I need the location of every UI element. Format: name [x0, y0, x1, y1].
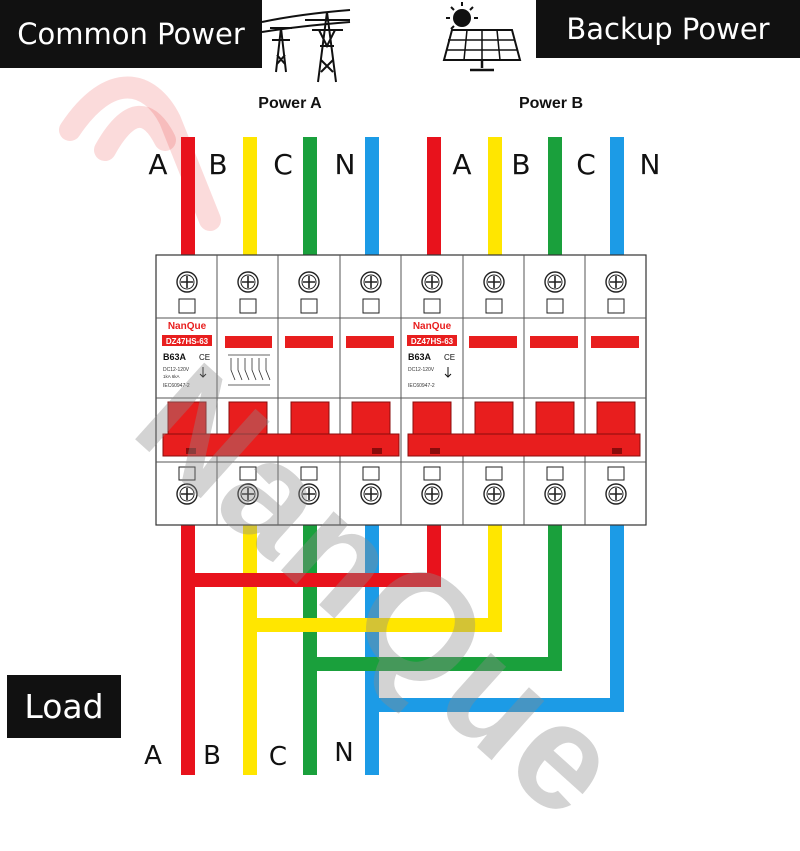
phase-label-a: A — [144, 741, 162, 771]
toggle-bars — [162, 433, 641, 457]
screw-terminal-icon — [360, 271, 382, 314]
nanque-logo-icon — [59, 76, 221, 231]
toggle-bar-a — [162, 433, 400, 457]
phase-label-b: B — [203, 741, 221, 771]
ce-mark: CE — [444, 353, 455, 362]
wiring-diagram: NanQue DZ47HS-63 B63A CE DC12-120V 1kA 6… — [59, 2, 660, 775]
screw-terminal-icon — [237, 466, 259, 505]
top-terminals — [176, 271, 627, 314]
standard-label: IEC60947-2 — [163, 383, 190, 389]
screw-terminal-icon — [298, 271, 320, 314]
phase-label-b: B — [511, 148, 530, 181]
wire-load-phase-c-b — [310, 520, 562, 671]
module-stripes — [285, 336, 639, 348]
screw-terminal-icon — [176, 271, 198, 314]
input-wires-power-a — [181, 137, 379, 258]
wire-load-phase-a-b — [188, 520, 441, 587]
input-wires-power-b — [427, 137, 624, 258]
bottom-terminals — [176, 466, 627, 505]
voltage-label: DC12-120V — [408, 367, 435, 373]
screw-terminal-icon — [483, 466, 505, 505]
ce-mark: CE — [199, 353, 210, 362]
model-label: DZ47HS-63 — [411, 337, 454, 346]
phase-label-b: B — [208, 148, 227, 181]
screw-terminal-icon — [176, 466, 198, 505]
power-a-label: Power A — [258, 95, 322, 112]
transmission-tower-icon — [261, 9, 351, 83]
breaker-label-b: NanQue DZ47HS-63 B63A CE DC12-120V IEC60… — [407, 321, 457, 389]
breaking-label: 1kA 6kA — [163, 374, 180, 379]
phase-label-a: A — [148, 148, 167, 181]
screw-terminal-icon — [421, 466, 443, 505]
wire-load-phase-b-b — [250, 520, 502, 632]
phase-label-a: A — [452, 148, 471, 181]
phase-label-c: C — [273, 148, 293, 181]
standard-label: IEC60947-2 — [408, 383, 435, 389]
model-label: DZ47HS-63 — [166, 337, 209, 346]
changeover-breaker: NanQue DZ47HS-63 B63A CE DC12-120V 1kA 6… — [155, 254, 647, 526]
phase-label-n: N — [640, 148, 661, 181]
breaker-handles — [167, 401, 636, 439]
solar-panel-icon — [442, 2, 522, 72]
screw-terminal-icon — [360, 466, 382, 505]
toggle-bar-b — [407, 433, 641, 457]
phase-label-c: C — [269, 742, 287, 772]
phase-labels-load: A B C N — [144, 738, 354, 772]
phase-label-n: N — [335, 148, 356, 181]
screw-terminal-icon — [237, 271, 259, 314]
power-b-label: Power B — [519, 95, 583, 112]
backup-power-tag: Backup Power — [536, 0, 800, 58]
breaker-label-a: NanQue DZ47HS-63 B63A CE DC12-120V 1kA 6… — [162, 321, 212, 389]
rating-label: B63A — [408, 352, 432, 362]
screw-terminal-icon — [421, 271, 443, 314]
screw-terminal-icon — [605, 271, 627, 314]
common-power-tag: Common Power — [0, 0, 262, 68]
phase-label-n: N — [334, 738, 353, 768]
screw-terminal-icon — [298, 466, 320, 505]
brand-label: NanQue — [413, 321, 452, 332]
load-tag: Load — [7, 675, 121, 738]
screw-terminal-icon — [544, 271, 566, 314]
interlock-schematic — [225, 336, 272, 386]
phase-label-c: C — [576, 148, 596, 181]
phase-labels-power-a: A B C N — [148, 148, 355, 181]
screw-terminal-icon — [544, 466, 566, 505]
brand-label: NanQue — [168, 321, 207, 332]
rating-label: B63A — [163, 352, 187, 362]
screw-terminal-icon — [605, 466, 627, 505]
phase-labels-power-b: A B C N — [452, 148, 660, 181]
output-wires — [181, 520, 624, 775]
screw-terminal-icon — [483, 271, 505, 314]
voltage-label: DC12-120V — [163, 367, 190, 373]
wire-load-neutral-b — [372, 520, 624, 712]
